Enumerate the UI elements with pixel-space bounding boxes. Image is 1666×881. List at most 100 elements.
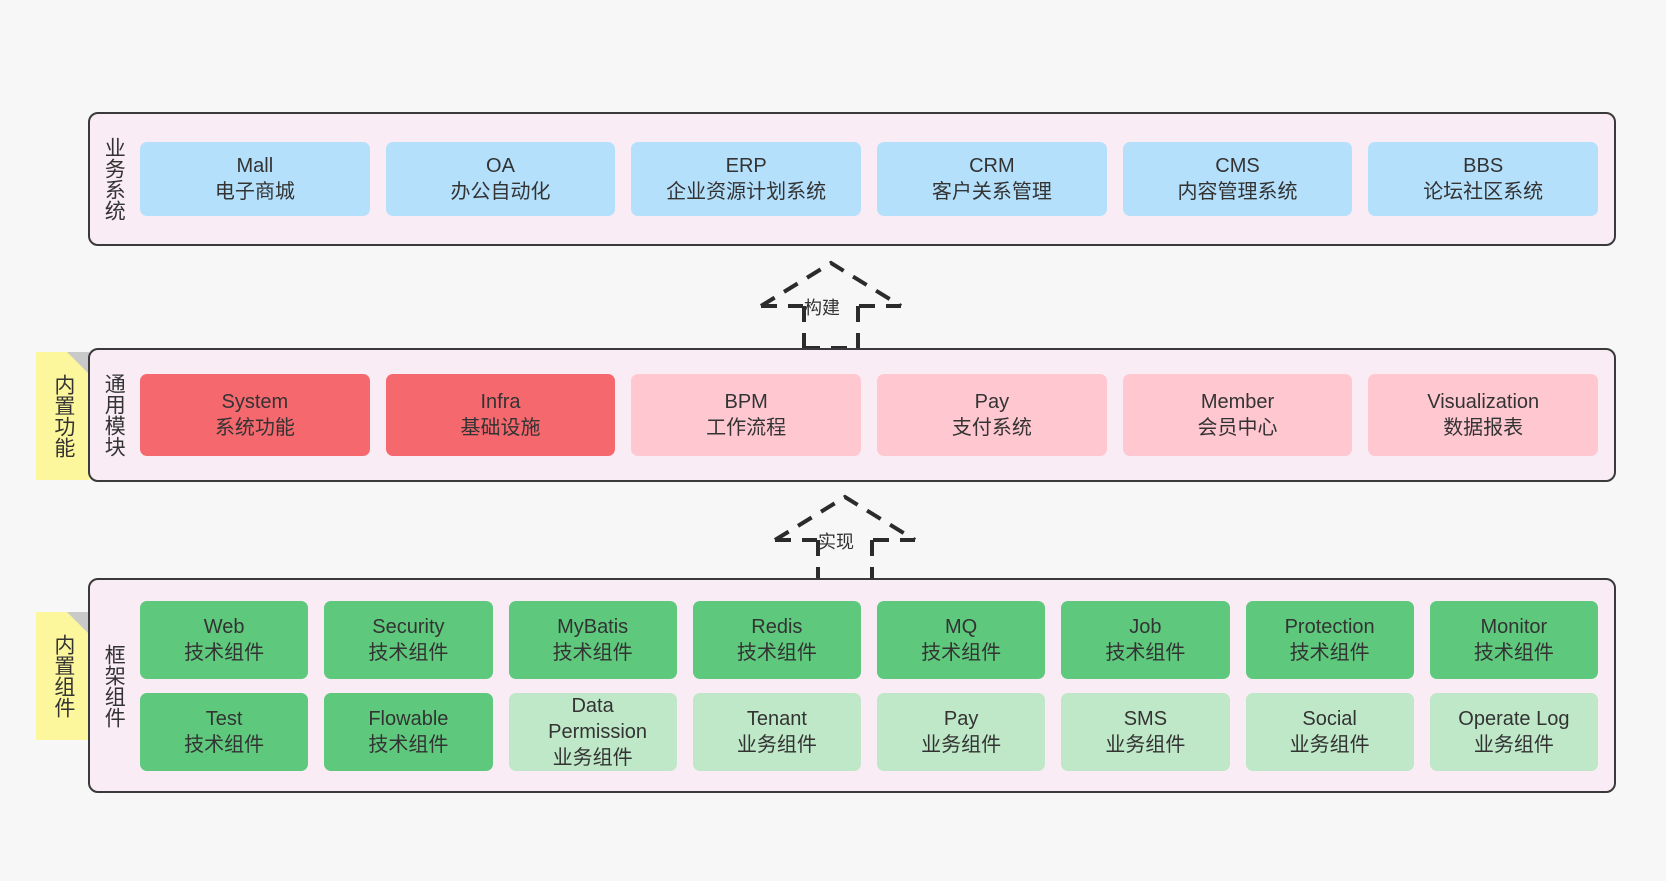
framework-card-sms[interactable]: SMS 业务组件 [1061, 692, 1230, 771]
business-card-erp-cn: 企业资源计划系统 [666, 181, 827, 203]
framework-card-data-permission-en: Data Permission [548, 694, 648, 743]
module-card-system[interactable]: System 系统功能 [140, 374, 370, 456]
framework-card-social-en: Social [1302, 707, 1357, 730]
layer-common-modules-body: System 系统功能 Infra 基础设施 BPM 工作流程 Pay 支付系统… [136, 350, 1614, 480]
module-card-system-en: System [221, 391, 289, 413]
framework-card-mybatis[interactable]: MyBatis 技术组件 [508, 600, 677, 679]
business-card-oa-cn: 办公自动化 [450, 181, 551, 203]
business-card-cms-cn: 内容管理系统 [1177, 181, 1298, 203]
business-card-mall-en: Mall [236, 155, 274, 177]
framework-card-mq-en: MQ [945, 615, 978, 638]
framework-card-flowable[interactable]: Flowable 技术组件 [324, 692, 493, 771]
connector-implement-arrow: 实现 [770, 492, 920, 584]
framework-card-redis-cn: 技术组件 [736, 641, 817, 664]
business-systems-row: Mall 电子商城 OA 办公自动化 ERP 企业资源计划系统 CRM 客户关系… [140, 142, 1599, 216]
framework-card-protection-cn: 技术组件 [1289, 641, 1370, 664]
business-card-bbs-en: BBS [1463, 155, 1504, 177]
framework-card-flowable-en: Flowable [368, 707, 449, 730]
module-card-member[interactable]: Member 会员中心 [1122, 374, 1353, 456]
business-card-cms[interactable]: CMS 内容管理系统 [1122, 142, 1353, 216]
connector-build-arrow: 构建 [756, 258, 906, 350]
business-card-mall[interactable]: Mall 电子商城 [140, 142, 370, 216]
framework-card-mybatis-en: MyBatis [557, 615, 629, 638]
note-builtin-functions: 内置功能 [36, 352, 89, 480]
business-card-oa[interactable]: OA 办公自动化 [385, 142, 616, 216]
connector-build-label: 构建 [804, 298, 840, 318]
module-card-infra-cn: 基础设施 [460, 417, 541, 439]
layer-framework-components-body: Web 技术组件 Security 技术组件 MyBatis 技术组件 Redi… [136, 580, 1614, 791]
framework-card-mybatis-cn: 技术组件 [552, 641, 633, 664]
module-card-visualization[interactable]: Visualization 数据报表 [1368, 374, 1599, 456]
business-card-erp-en: ERP [725, 155, 767, 177]
layer-common-modules-title: 通用模块 [102, 373, 126, 457]
business-card-oa-en: OA [486, 155, 515, 177]
framework-card-security-cn: 技术组件 [368, 641, 449, 664]
framework-card-test-cn: 技术组件 [184, 733, 265, 756]
framework-card-job-en: Job [1129, 615, 1162, 638]
framework-card-operate-log[interactable]: Operate Log 业务组件 [1429, 692, 1598, 771]
framework-card-web-cn: 技术组件 [184, 641, 265, 664]
framework-card-web-en: Web [203, 615, 245, 638]
business-card-bbs[interactable]: BBS 论坛社区系统 [1368, 142, 1599, 216]
framework-card-pay-cn: 业务组件 [921, 733, 1002, 756]
framework-card-web[interactable]: Web 技术组件 [140, 600, 309, 679]
business-card-crm[interactable]: CRM 客户关系管理 [877, 142, 1107, 216]
layer-framework-components-title: 框架组件 [102, 643, 126, 728]
module-card-infra[interactable]: Infra 基础设施 [385, 374, 616, 456]
note-builtin-functions-text: 内置功能 [51, 374, 75, 458]
framework-card-social-cn: 业务组件 [1289, 733, 1370, 756]
business-card-mall-cn: 电子商城 [214, 181, 295, 203]
framework-card-security[interactable]: Security 技术组件 [324, 600, 493, 679]
layer-common-modules: 通用模块 System 系统功能 Infra 基础设施 BPM 工作流程 Pay… [88, 348, 1616, 482]
framework-card-flowable-cn: 技术组件 [368, 733, 449, 756]
framework-card-test-en: Test [205, 707, 243, 730]
business-card-bbs-cn: 论坛社区系统 [1423, 181, 1544, 203]
module-card-infra-en: Infra [480, 391, 521, 413]
module-card-pay[interactable]: Pay 支付系统 [877, 374, 1107, 456]
framework-card-pay-en: Pay [943, 707, 979, 730]
module-card-bpm[interactable]: BPM 工作流程 [631, 374, 862, 456]
framework-card-mq-cn: 技术组件 [921, 641, 1002, 664]
note-builtin-components: 内置组件 [36, 612, 89, 740]
module-card-visualization-en: Visualization [1427, 391, 1540, 413]
layer-business-systems: 业务系统 Mall 电子商城 OA 办公自动化 ERP 企业资源计划系统 CRM… [88, 112, 1616, 246]
framework-card-tenant[interactable]: Tenant 业务组件 [692, 692, 861, 771]
business-card-cms-en: CMS [1215, 155, 1260, 177]
note-fold-corner-icon [67, 352, 89, 374]
module-card-bpm-cn: 工作流程 [706, 417, 787, 439]
framework-card-tenant-cn: 业务组件 [736, 733, 817, 756]
framework-card-job[interactable]: Job 技术组件 [1061, 600, 1230, 679]
framework-card-protection[interactable]: Protection 技术组件 [1245, 600, 1414, 679]
framework-tech-row: Web 技术组件 Security 技术组件 MyBatis 技术组件 Redi… [140, 600, 1598, 679]
common-modules-row: System 系统功能 Infra 基础设施 BPM 工作流程 Pay 支付系统… [140, 374, 1599, 456]
business-card-crm-cn: 客户关系管理 [931, 181, 1052, 203]
layer-business-systems-title: 业务系统 [102, 137, 126, 221]
framework-card-test[interactable]: Test 技术组件 [140, 692, 309, 771]
layer-framework-components: 框架组件 Web 技术组件 Security 技术组件 MyBatis 技术组件… [88, 578, 1616, 793]
layer-business-systems-body: Mall 电子商城 OA 办公自动化 ERP 企业资源计划系统 CRM 客户关系… [136, 114, 1614, 244]
framework-card-redis[interactable]: Redis 技术组件 [692, 600, 861, 679]
framework-card-data-permission[interactable]: Data Permission 业务组件 [508, 692, 677, 771]
module-card-system-cn: 系统功能 [214, 417, 295, 439]
connector-implement-label: 实现 [818, 532, 854, 552]
framework-card-job-cn: 技术组件 [1105, 641, 1186, 664]
framework-card-monitor[interactable]: Monitor 技术组件 [1429, 600, 1598, 679]
framework-card-monitor-cn: 技术组件 [1473, 641, 1554, 664]
framework-card-protection-en: Protection [1284, 615, 1375, 638]
framework-card-data-permission-cn: 业务组件 [552, 746, 633, 769]
framework-card-operate-log-en: Operate Log [1458, 707, 1570, 730]
module-card-visualization-cn: 数据报表 [1443, 417, 1524, 439]
module-card-member-cn: 会员中心 [1197, 417, 1278, 439]
framework-card-redis-en: Redis [751, 615, 803, 638]
framework-card-mq[interactable]: MQ 技术组件 [877, 600, 1046, 679]
module-card-pay-en: Pay [974, 391, 1010, 413]
framework-card-social[interactable]: Social 业务组件 [1245, 692, 1414, 771]
business-card-crm-en: CRM [969, 155, 1015, 177]
framework-card-pay[interactable]: Pay 业务组件 [877, 692, 1046, 771]
module-card-bpm-en: BPM [724, 391, 768, 413]
framework-card-tenant-en: Tenant [746, 707, 807, 730]
framework-card-monitor-en: Monitor [1480, 615, 1548, 638]
note-builtin-components-text: 内置组件 [51, 634, 75, 718]
business-card-erp[interactable]: ERP 企业资源计划系统 [631, 142, 862, 216]
